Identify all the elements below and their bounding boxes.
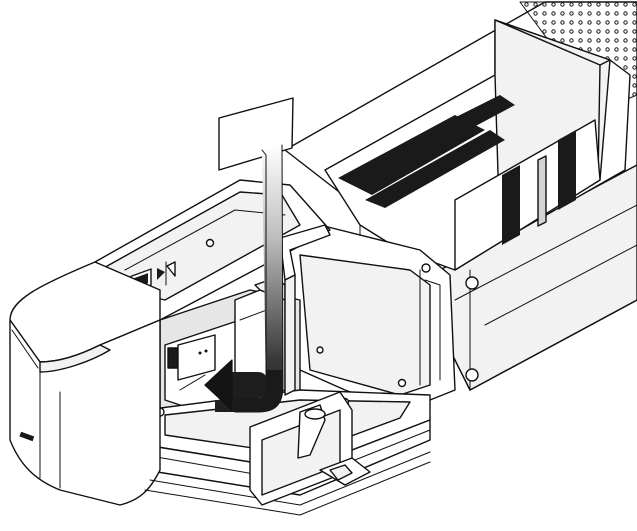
film-holder-tray — [324, 19, 631, 271]
alignment-line — [179, 374, 206, 391]
screw — [397, 378, 407, 388]
arrow-head — [204, 359, 233, 411]
slot-opening — [19, 431, 35, 442]
insertion-arrow — [204, 144, 284, 413]
mirror-triangles-icon — [157, 261, 176, 286]
housing-screw — [465, 368, 479, 382]
film-slot — [177, 334, 216, 381]
film-carrier-plate — [249, 391, 371, 506]
film-strip — [502, 165, 520, 245]
slot-edge — [167, 347, 179, 369]
open-lid — [284, 224, 456, 411]
mounting-bracket — [279, 224, 331, 396]
film-strip — [420, 95, 515, 145]
screw — [316, 346, 324, 354]
indicator-light — [205, 238, 215, 248]
film-strip — [537, 155, 547, 227]
hinge-pin — [421, 263, 431, 273]
film-strip — [558, 130, 576, 210]
left-end-cap — [9, 261, 431, 516]
housing-screw — [465, 276, 479, 290]
film-strip — [365, 130, 505, 208]
